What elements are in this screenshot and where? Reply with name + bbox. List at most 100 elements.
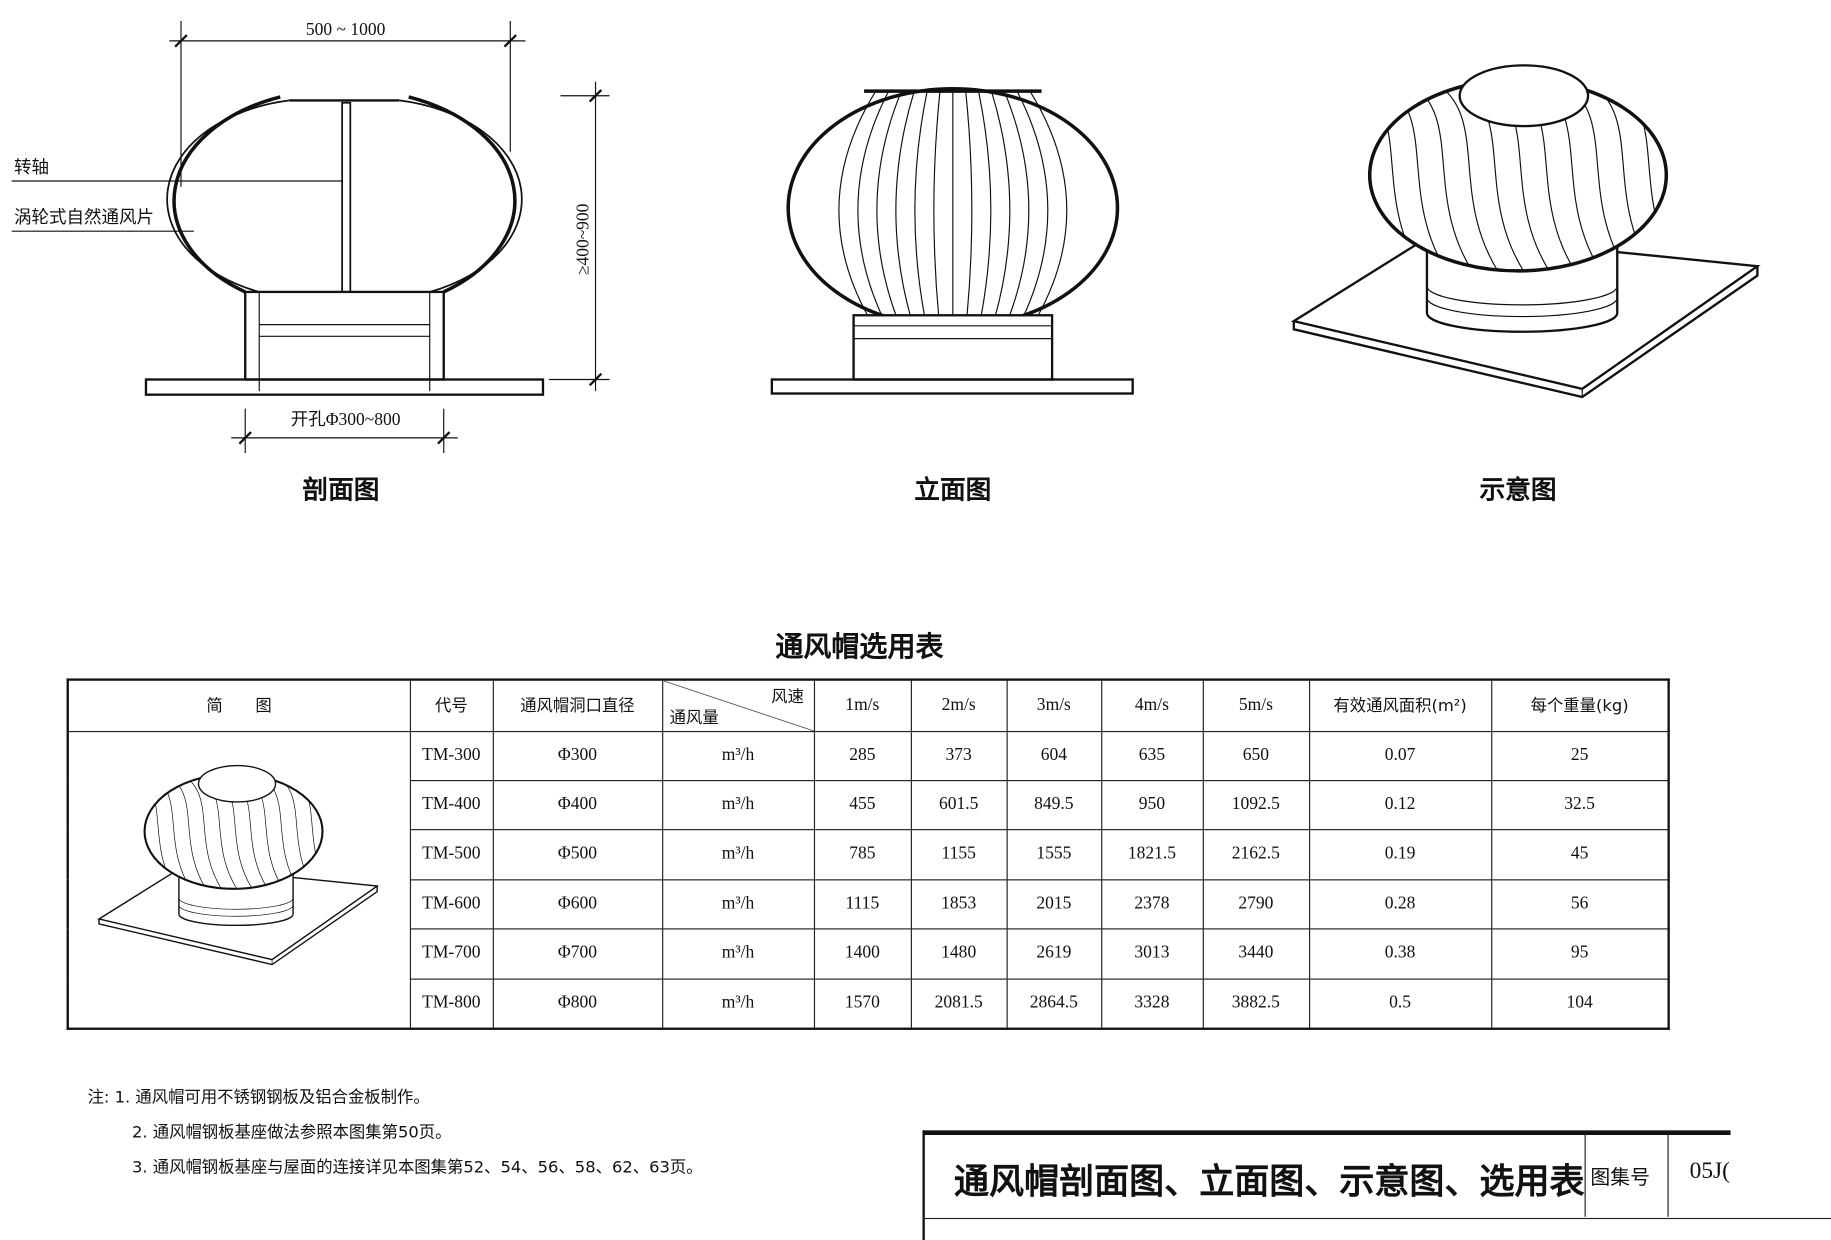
cell-v5: 1092.5 xyxy=(1202,779,1310,830)
rib-line xyxy=(914,90,928,318)
swirl-line xyxy=(1459,81,1531,271)
note-2: 2. 通风帽钢板基座做法参照本图集第50页。 xyxy=(131,1123,452,1143)
note-3: 3. 通风帽钢板基座与屋面的连接详见本图集第52、54、56、58、62、63页… xyxy=(131,1158,703,1178)
rib-line xyxy=(876,90,903,318)
cell-area: 0.5 xyxy=(1308,977,1492,1030)
sketch-cell xyxy=(67,730,411,1030)
cell-area: 0.19 xyxy=(1308,828,1492,880)
cell-v4: 3013 xyxy=(1100,927,1204,980)
header-diameter: 通风帽洞口直径 xyxy=(492,679,663,732)
rib-line xyxy=(895,90,915,318)
sheet-title: 通风帽剖面图、立面图、示意图、选用表 xyxy=(954,1161,1585,1203)
cell-v5: 2790 xyxy=(1202,878,1310,929)
rib-line xyxy=(838,90,877,318)
cell-code: TM-600 xyxy=(409,878,494,929)
vane-label: 涡轮式自然通风片 xyxy=(14,207,154,227)
swirl-line xyxy=(1613,81,1667,271)
cell-unit: m³/h xyxy=(661,977,815,1030)
cell-code: TM-700 xyxy=(409,927,494,980)
cell-v4: 950 xyxy=(1100,779,1204,830)
atlas-label: 图集号 xyxy=(1590,1166,1650,1190)
header-sketch: 简 图 xyxy=(67,679,411,732)
atlas-number: 05J( xyxy=(1689,1158,1730,1185)
base-plate xyxy=(144,378,545,396)
cell-v5: 3440 xyxy=(1202,927,1310,980)
header-diagonal: 风速 通风量 xyxy=(661,679,815,732)
cell-v3: 604 xyxy=(1005,730,1102,781)
vane-left xyxy=(172,95,281,294)
selection-table: 简 图 代号 通风帽洞口直径 风速 通风量 1m/s 2m/s 3m/s 4m/… xyxy=(66,678,1670,1030)
rib-line xyxy=(1029,90,1068,318)
rib-line xyxy=(857,90,890,318)
cell-v2: 1853 xyxy=(910,878,1008,929)
cell-dia: Φ400 xyxy=(492,779,663,830)
cell-unit: m³/h xyxy=(661,730,815,781)
table-title: 通风帽选用表 xyxy=(775,630,944,664)
collar xyxy=(852,314,1054,381)
cell-unit: m³/h xyxy=(661,927,815,980)
cell-v2: 601.5 xyxy=(910,779,1008,830)
notes: 注: 1. 通风帽可用不锈钢钢板及铝合金板制作。 2. 通风帽钢板基座做法参照本… xyxy=(88,1080,703,1185)
cell-area: 0.12 xyxy=(1308,779,1492,830)
shaft xyxy=(341,101,352,293)
cell-dia: Φ600 xyxy=(492,878,663,929)
width-dim-text: 500 ~ 1000 xyxy=(306,19,386,39)
swirl-line xyxy=(1587,81,1659,271)
perspective-view xyxy=(1290,64,1761,399)
cell-code: TM-400 xyxy=(409,779,494,830)
cell-unit: m³/h xyxy=(661,779,815,830)
cell-weight: 56 xyxy=(1490,878,1670,929)
header-area: 有效通风面积(m²) xyxy=(1308,679,1492,732)
title-block: 通风帽剖面图、立面图、示意图、选用表 图集号 05J( xyxy=(922,1130,1831,1240)
rib-line xyxy=(1016,90,1049,318)
header-weight: 每个重量(kg) xyxy=(1490,679,1670,732)
section-caption: 剖面图 xyxy=(302,476,380,506)
rib-line xyxy=(933,91,941,318)
cell-v4: 3328 xyxy=(1100,977,1204,1030)
cell-v2: 1480 xyxy=(910,927,1008,980)
cell-v3: 2015 xyxy=(1005,878,1102,929)
header-v1: 1m/s xyxy=(813,679,912,732)
swirl-line xyxy=(1485,81,1556,271)
cell-area: 0.38 xyxy=(1308,927,1492,980)
header-v3: 3m/s xyxy=(1005,679,1102,732)
notes-prefix: 注: xyxy=(87,1088,110,1107)
cell-area: 0.07 xyxy=(1308,730,1492,781)
height-dim-text: ≥400~900 xyxy=(573,203,593,275)
swirl-line xyxy=(1382,81,1454,271)
perspective-caption: 示意图 xyxy=(1479,476,1557,506)
swirl-line xyxy=(1510,81,1582,271)
cell-weight: 45 xyxy=(1490,828,1670,880)
cell-dia: Φ800 xyxy=(492,977,663,1030)
cell-code: TM-500 xyxy=(409,828,494,880)
swirl-line xyxy=(1536,81,1608,271)
cell-v1: 785 xyxy=(813,828,912,880)
rib-line xyxy=(1003,90,1030,318)
cell-unit: m³/h xyxy=(661,878,815,929)
cell-v2: 1155 xyxy=(910,828,1008,880)
cell-v3: 2864.5 xyxy=(1005,977,1102,1030)
cell-v1: 1400 xyxy=(813,927,912,980)
cell-dia: Φ700 xyxy=(492,927,663,980)
turbine-globe xyxy=(786,86,1120,329)
cell-v4: 1821.5 xyxy=(1100,828,1204,880)
elevation-caption: 立面图 xyxy=(914,476,992,506)
rib-line xyxy=(990,90,1011,318)
cell-dia: Φ300 xyxy=(492,730,663,781)
cell-v5: 3882.5 xyxy=(1202,977,1310,1030)
cell-v2: 2081.5 xyxy=(910,977,1008,1030)
base-plate xyxy=(770,378,1134,395)
swirl-line xyxy=(1369,81,1402,271)
header-row: 简 图 代号 通风帽洞口直径 风速 通风量 1m/s 2m/s 3m/s 4m/… xyxy=(67,679,1670,732)
swirl-line xyxy=(1407,81,1479,271)
cell-unit: m³/h xyxy=(661,828,815,880)
header-v5: 5m/s xyxy=(1202,679,1310,732)
header-airflow: 通风量 xyxy=(669,708,719,727)
swirl-line xyxy=(1562,81,1633,271)
cell-weight: 32.5 xyxy=(1490,779,1670,830)
opening-dim-text: 开孔Φ300~800 xyxy=(291,409,401,429)
cell-v1: 1115 xyxy=(813,878,912,929)
